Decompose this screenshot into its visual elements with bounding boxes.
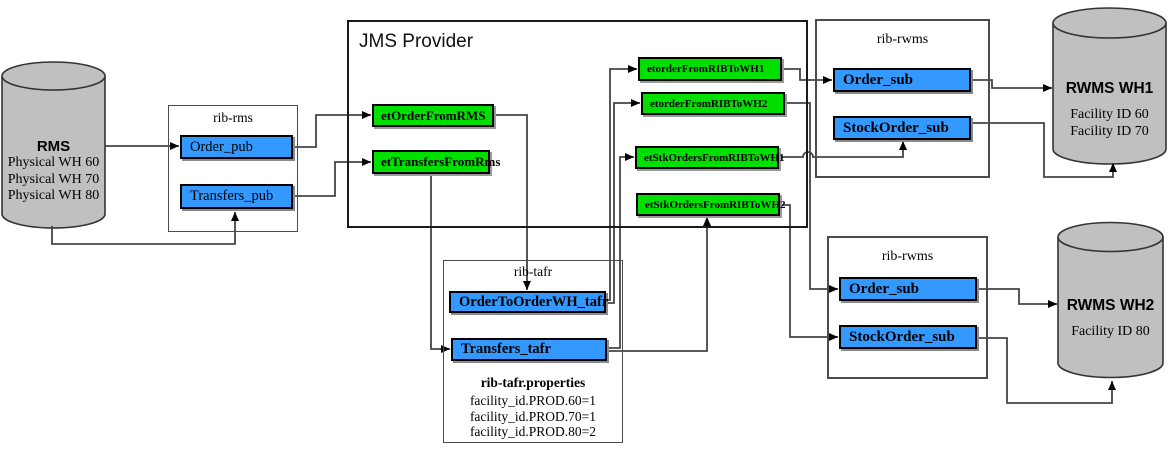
arrow-tafr-to-etorder-wh2 [606,99,640,304]
order-sub-bottom-box: Order_sub [839,277,977,301]
topic-label: etorderFromRIBToWH1 [647,63,765,75]
rms-line-2: Physical WH 70 [7,171,100,187]
rwms-wh1-line-2: Facility ID 70 [1070,123,1149,139]
topic-etorder-from-rib-to-wh2: etorderFromRIBToWH2 [641,92,785,115]
rwms-wh1-line-1: Facility ID 60 [1070,107,1149,122]
topic-et-transfers-from-rms: etTransfersFromRms [372,150,500,174]
order-sub-top-box: Order_sub [833,68,971,92]
rib-tafr-box: rib-tafr rib-tafr.properties facility_id… [443,260,623,443]
arrow-order-pub-to-etorderfromrms [293,111,371,148]
arrow-transfers-pub-to-ettransfersfromrms [293,158,371,197]
sub-label: StockOrder_sub [843,119,949,136]
rwms-wh2-title: RWMS WH2 [1066,297,1155,314]
rib-rwms-top-label: rib-rwms [876,32,929,47]
rib-tafr-property-3: facility_id.PROD.80=2 [469,424,597,439]
rms-line-3: Physical WH 80 [7,188,100,203]
topic-et-stk-orders-from-rib-to-wh1: etStkOrdersFromRIBToWH1 [635,146,785,169]
order-pub-box: Order_pub [180,135,293,159]
rwms-wh2-line-1: Facility ID 80 [1071,324,1150,339]
rib-rwms-top-box: rib-rwms [815,19,990,178]
rib-tafr-property-2: facility_id.PROD.70=1 [469,408,597,424]
topic-et-stk-orders-from-rib-to-wh2: etStkOrdersFromRIBToWH2 [636,193,786,216]
tafr-label: OrderToOrderWH_tafr [459,293,609,310]
arrow-order-sub-bottom-to-rwms-wh2 [977,288,1057,308]
topic-label: etorderFromRIBToWH2 [650,97,768,110]
rwms-wh1-cylinder: RWMS WH1 Facility ID 60 Facility ID 70 [1053,80,1166,140]
arrow-etorderfromrms-to-ordertoorderwh-tafr [494,114,531,290]
rib-tafr-property-1: facility_id.PROD.60=1 [469,393,597,408]
topic-et-order-from-rms: etOrderFromRMS [372,104,494,127]
transfers-pub-label: Transfers_pub [190,188,274,204]
transfers-tafr-box: Transfers_tafr [451,338,607,361]
rib-tafr-label: rib-tafr [513,264,553,279]
arrow-order-sub-top-to-rwms-wh1 [971,79,1052,92]
jms-provider-box: JMS Provider [347,20,808,228]
jms-provider-title: JMS Provider [359,31,474,52]
tafr-label: Transfers_tafr [461,341,551,357]
stock-order-sub-top-box: StockOrder_sub [833,116,971,140]
rib-tafr-properties-title: rib-tafr.properties [480,375,586,390]
arrow-stockorder-sub-bottom-to-rwms-wh2 [977,337,1116,404]
arrow-etstk-wh1-to-stockorder-sub-top [779,141,907,158]
rms-cylinder-shape [1,61,106,229]
arrow-tafr-to-etorder-wh1 [606,65,637,301]
topic-label: etOrderFromRMS [381,107,486,123]
rms-line-1: Physical WH 60 [7,155,100,170]
sub-label: StockOrder_sub [849,328,955,345]
rwms-wh2-cylinder-shape [1057,221,1164,379]
arrow-transfers-tafr-to-etstk-wh2 [607,217,711,352]
rib-tafr-properties: rib-tafr.properties facility_id.PROD.60=… [444,375,622,440]
transfers-pub-box: Transfers_pub [180,184,293,209]
order-to-order-wh-tafr-box: OrderToOrderWH_tafr [449,291,609,313]
rms-title: RMS [36,138,71,155]
rib-rwms-bottom-label: rib-rwms [881,249,934,264]
sub-label: Order_sub [849,280,920,297]
arrow-etstk-wh2-to-stockorder-sub-bottom [780,204,838,341]
topic-label: etStkOrdersFromRIBToWH2 [645,198,786,211]
stock-order-sub-bottom-box: StockOrder_sub [839,325,977,349]
sub-label: Order_sub [843,71,914,88]
order-pub-label: Order_pub [190,138,253,155]
rib-rms-label: rib-rms [213,110,253,125]
rib-rwms-bottom-box: rib-rwms [827,236,988,379]
rwms-wh2-cylinder: RWMS WH2 Facility ID 80 [1058,297,1163,341]
arrow-etorder-wh2-to-order-sub-bottom [785,102,838,293]
rwms-wh1-cylinder-shape [1052,7,1167,165]
topic-label: etTransfersFromRms [381,154,501,169]
rwms-wh1-title: RWMS WH1 [1065,80,1154,97]
arrow-stockorder-sub-top-to-rwms-wh1 [971,122,1117,178]
rms-cylinder: RMS Physical WH 60 Physical WH 70 Physic… [2,138,105,205]
arrow-rms-to-transfers-pub [51,212,239,245]
topic-label: etStkOrdersFromRIBToWH1 [644,151,785,164]
topic-etorder-from-rib-to-wh1: etorderFromRIBToWH1 [638,57,782,81]
arrow-transfers-tafr-to-etstk-wh1 [607,153,634,349]
rib-rms-box: rib-rms [168,105,298,232]
